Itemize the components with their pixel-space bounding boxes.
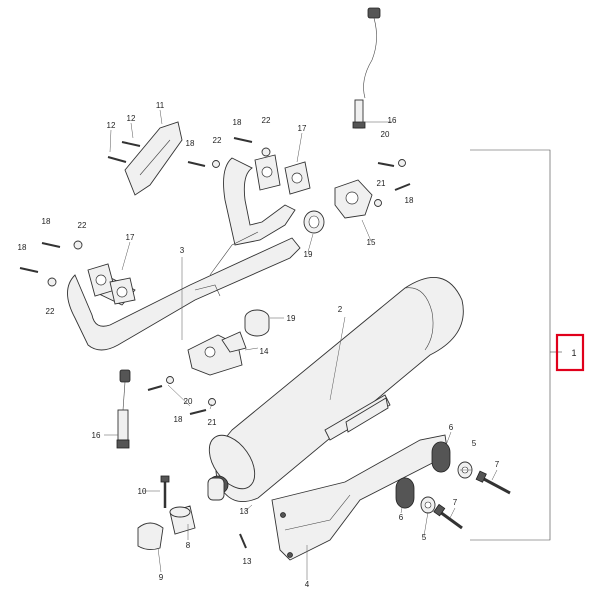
callout-18c: 18 [42,217,51,226]
callout-2: 2 [338,305,343,314]
callout-22d: 22 [46,307,55,316]
callout-12b: 12 [107,121,116,130]
sensor-boss-front [187,331,247,376]
callout-13a: 13 [240,507,249,516]
o2-sensor-top [352,7,381,129]
callout-5b: 5 [422,533,427,542]
callout-21a: 21 [377,179,386,188]
callout-20a: 20 [381,130,390,139]
callout-22b: 22 [262,116,271,125]
hanger-bracket [271,434,449,561]
callout-8: 8 [186,541,191,550]
flange-rear [254,154,311,195]
callout-18f: 18 [174,415,183,424]
callout-13b: 13 [243,557,252,566]
callout-15: 15 [367,238,376,247]
callout-18d: 18 [18,243,27,252]
callout-3: 3 [180,246,185,255]
callout-4: 4 [305,580,310,589]
callout-1: 1 [571,348,576,358]
callout-16a: 16 [388,116,397,125]
callout-19b: 19 [287,314,296,323]
header-pipe-rear [209,157,296,276]
callout-18e: 18 [405,196,414,205]
muffler [207,277,464,502]
heat-shield [124,121,183,196]
callout-20b: 20 [184,397,193,406]
callout-16b: 16 [92,431,101,440]
sensor-boss-rear [334,179,373,219]
callout-21b: 21 [208,418,217,427]
assembly-highlight-box[interactable] [555,333,585,372]
callout-22a: 22 [213,136,222,145]
callout-19a: 19 [304,250,313,259]
bushing-set-lower [395,477,463,530]
callout-17a: 17 [298,124,307,133]
callout-17b: 17 [126,233,135,242]
callout-12a: 12 [127,114,136,123]
callout-9: 9 [159,573,164,582]
clamp-parts [137,475,196,551]
leader-lines [104,109,498,580]
callout-18b: 18 [233,118,242,127]
callout-11: 11 [156,101,165,110]
assembly-bracket [470,149,562,541]
small-fasteners [19,137,411,549]
gaskets [244,210,325,337]
callout-6b: 6 [399,513,404,522]
callouts: 2 3 4 5 5 6 6 7 7 8 9 10 11 12 12 13 13 … [18,101,500,589]
callout-7b: 7 [453,498,458,507]
callout-6a: 6 [449,423,454,432]
callout-18a: 18 [186,139,195,148]
callout-22c: 22 [78,221,87,230]
callout-14: 14 [260,347,269,356]
callout-5a: 5 [472,439,477,448]
flange-front [87,263,136,305]
callout-10: 10 [138,487,147,496]
o2-sensor-bottom [116,369,131,449]
callout-7a: 7 [495,460,500,469]
